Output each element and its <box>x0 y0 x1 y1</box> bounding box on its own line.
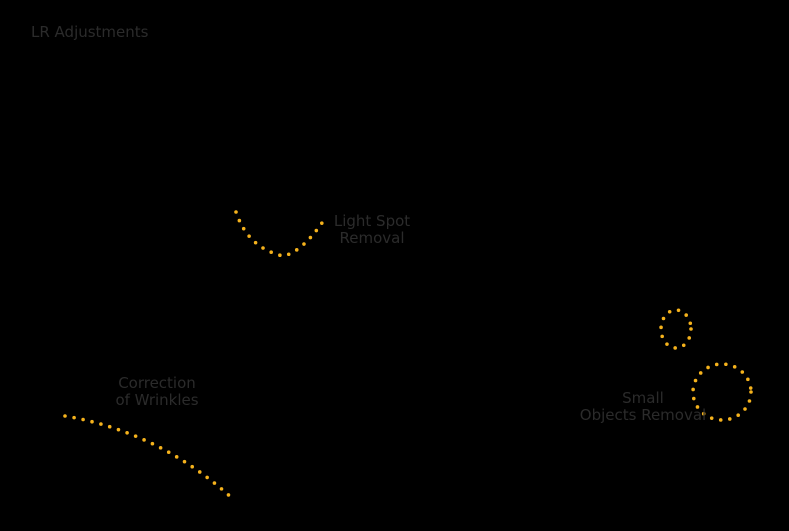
small-objects-label-line2: Objects Removal <box>579 406 707 424</box>
small-objects-removal-label: Small Objects Removal <box>568 390 718 424</box>
light-spot-label-line1: Light Spot <box>333 212 411 230</box>
small-objects-label-line1: Small <box>622 389 664 407</box>
wrinkle-label-line1: Correction <box>118 374 196 392</box>
wrinkle-brush-stroke <box>63 414 235 501</box>
small-object-marker-2 <box>691 362 753 422</box>
wrinkle-correction-label: Correction of Wrinkles <box>100 375 214 409</box>
light-spot-removal-label: Light Spot Removal <box>322 213 422 247</box>
light-spot-brush-stroke <box>234 210 328 258</box>
light-spot-label-line2: Removal <box>339 229 405 247</box>
small-object-marker-1 <box>659 308 693 350</box>
wrinkle-label-line2: of Wrinkles <box>115 391 199 409</box>
panel-title: LR Adjustments <box>31 23 149 41</box>
